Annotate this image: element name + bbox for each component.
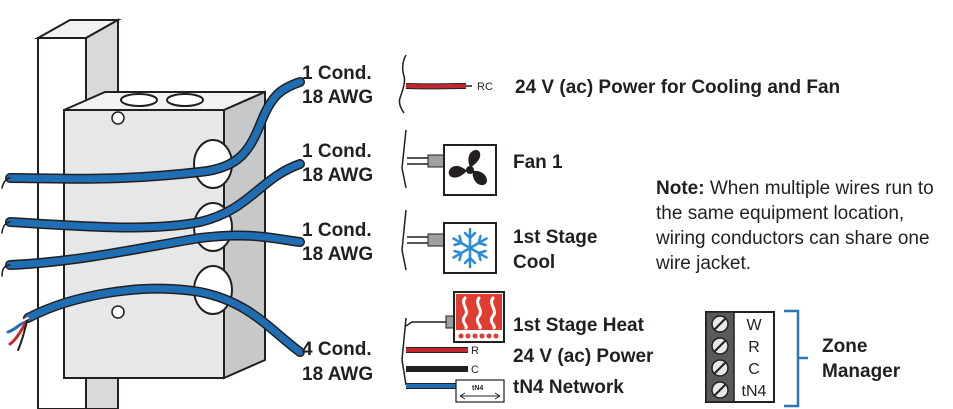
tn4-connector-label: tN4 — [472, 385, 483, 392]
jacket-breaks — [398, 54, 407, 386]
zm-terminal-c: C — [748, 361, 760, 378]
heat-icon — [461, 296, 496, 330]
awg-label-3: 18 AWG — [302, 244, 373, 265]
cool-group: 1st Stage Cool — [407, 222, 597, 274]
power-cooling-fan-label: 24 V (ac) Power for Cooling and Fan — [515, 77, 840, 98]
heat-element-dots — [458, 333, 499, 339]
zone-manager-title-2: Manager — [822, 361, 901, 382]
cond-label-3: 1 Cond. — [302, 220, 372, 241]
zm-terminal-w: W — [746, 317, 762, 334]
cable-labels: 1 Cond. 18 AWG 1 Cond. 18 AWG 1 Cond. 18… — [302, 63, 373, 385]
note-text: Note: When multiple wires run to the sam… — [656, 176, 946, 276]
power-24v-label: 24 V (ac) Power — [513, 346, 654, 367]
awg-label-2: 18 AWG — [302, 165, 373, 186]
cables — [1, 77, 305, 357]
cond-label-1: 1 Cond. — [302, 63, 372, 84]
rc-wire: RC 24 V (ac) Power for Cooling and Fan — [405, 77, 840, 98]
zm-terminal-tn4: tN4 — [742, 383, 767, 400]
stage-cool-label-2: Cool — [513, 252, 555, 273]
zone-manager-bracket — [784, 309, 808, 408]
terminal-screws — [711, 315, 729, 399]
zm-terminal-r: R — [748, 339, 760, 356]
stage-cool-label-1: 1st Stage — [513, 227, 597, 248]
rc-terminal-label: RC — [477, 81, 493, 93]
stage-heat-label: 1st Stage Heat — [513, 315, 645, 336]
zone-manager-title-1: Zone — [822, 336, 867, 357]
awg-label-4: 18 AWG — [302, 364, 373, 385]
tn4-network-label: tN4 Network — [513, 377, 624, 398]
cond-label-2: 1 Cond. — [302, 141, 372, 162]
note-bold: Note: — [656, 178, 705, 199]
heat-group: 1st Stage Heat — [405, 291, 645, 343]
awg-label-1: 18 AWG — [302, 87, 373, 108]
fan1-label: Fan 1 — [513, 152, 563, 173]
fan-group: Fan 1 — [407, 144, 563, 196]
snowflake-icon — [452, 227, 488, 269]
cond-label-4: 4 Cond. — [302, 339, 372, 360]
four-cond-wires: R C tN4 24 V (ac) Power tN4 Network — [406, 345, 654, 403]
r-terminal-label: R — [471, 345, 479, 357]
c-terminal-label: C — [471, 364, 479, 376]
note-body: When multiple wires run to the same equi… — [656, 178, 934, 274]
fan-icon — [448, 149, 487, 186]
zone-manager-terminal-block: W R C tN4 — [705, 311, 775, 403]
